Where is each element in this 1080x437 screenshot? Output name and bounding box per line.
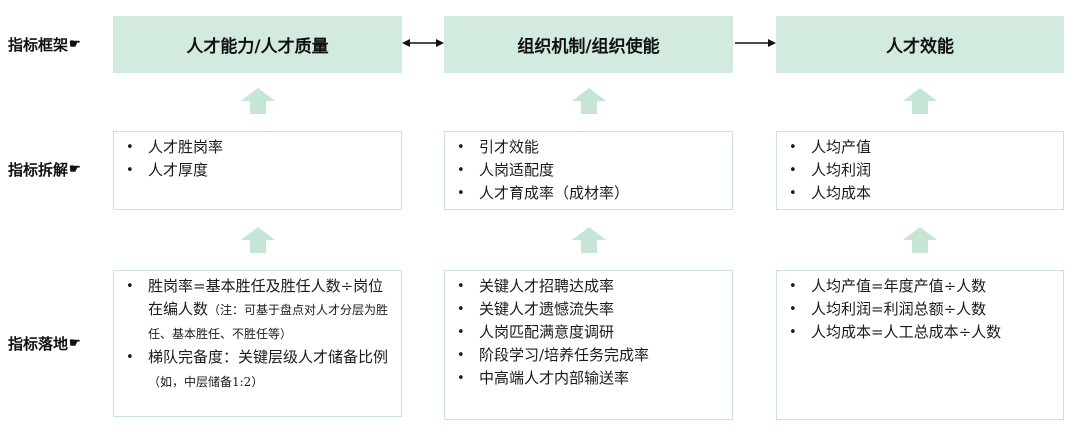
list-item: 人均利润=利润总额÷人数 — [785, 298, 1055, 321]
row-label-text: 指标落地 — [8, 335, 69, 353]
header-title: 人才能力/人才质量 — [186, 37, 329, 57]
list-item: 人均成本=人工总成本÷人数 — [785, 321, 1055, 344]
row-label-text: 指标拆解 — [8, 161, 69, 179]
header-box-talent-quality: 人才能力/人才质量 — [113, 16, 402, 73]
list-item: 人均利润 — [785, 159, 1055, 182]
up-arrow-icon — [903, 227, 937, 253]
pointing-hand-icon: ☛ — [69, 336, 81, 351]
list-item: 中高端人才内部输送率 — [453, 367, 724, 390]
list-item: 人均成本 — [785, 182, 1055, 205]
pointing-hand-icon: ☛ — [69, 162, 81, 177]
decompose-box-talent-quality: 人才胜岗率 人才厚度 — [113, 131, 402, 210]
right-arrow-icon — [735, 39, 776, 47]
header-box-talent-efficiency: 人才效能 — [776, 16, 1064, 73]
header-title: 人才效能 — [886, 37, 954, 57]
list-item: 关键人才遗憾流失率 — [453, 298, 724, 321]
up-arrow-icon — [903, 88, 937, 114]
list-item: 人才育成率（成材率） — [453, 182, 724, 205]
row-label-text: 指标框架 — [8, 36, 69, 54]
list-item: 胜岗率=基本胜任及胜任人数÷岗位在编人数（注：可基于盘点对人才分层为胜任、基本胜… — [122, 275, 393, 346]
list-item: 人才胜岗率 — [122, 136, 393, 159]
implement-box-talent-efficiency: 人均产值=年度产值÷人数 人均利润=利润总额÷人数 人均成本=人工总成本÷人数 — [776, 270, 1064, 420]
list-item: 人岗适配度 — [453, 159, 724, 182]
up-arrow-icon — [572, 88, 606, 114]
list-item: 人均产值 — [785, 136, 1055, 159]
bidirectional-arrow-icon — [402, 39, 444, 47]
decompose-box-org-mechanism: 引才效能 人岗适配度 人才育成率（成材率） — [444, 131, 733, 210]
list-item: 人均产值=年度产值÷人数 — [785, 275, 1055, 298]
header-box-org-mechanism: 组织机制/组织使能 — [444, 16, 733, 73]
list-item: 关键人才招聘达成率 — [453, 275, 724, 298]
up-arrow-icon — [241, 227, 275, 253]
item-note: （如，中层储备1:2） — [148, 375, 264, 389]
list-item: 梯队完备度：关键层级人才储备比例 （如，中层储备1:2） — [122, 346, 393, 394]
item-text: 胜岗率=基本胜任及胜任人数÷岗位在编人数 — [148, 277, 384, 318]
up-arrow-icon — [572, 227, 606, 253]
pointing-hand-icon: ☛ — [69, 37, 81, 52]
row-label-decompose: 指标拆解☛ — [8, 159, 108, 180]
header-title: 组织机制/组织使能 — [517, 37, 660, 57]
list-item: 人岗匹配满意度调研 — [453, 321, 724, 344]
list-item: 引才效能 — [453, 136, 724, 159]
list-item: 阶段学习/培养任务完成率 — [453, 344, 724, 367]
up-arrow-icon — [241, 88, 275, 114]
decompose-box-talent-efficiency: 人均产值 人均利润 人均成本 — [776, 131, 1064, 210]
row-label-implement: 指标落地☛ — [8, 333, 108, 354]
list-item: 人才厚度 — [122, 159, 393, 182]
implement-box-talent-quality: 胜岗率=基本胜任及胜任人数÷岗位在编人数（注：可基于盘点对人才分层为胜任、基本胜… — [113, 270, 402, 417]
item-text: 梯队完备度：关键层级人才储备比例 — [148, 348, 389, 366]
row-label-framework: 指标框架☛ — [8, 34, 108, 55]
item-note: （注：可基于盘点对人才分层为胜任、基本胜任、不胜任等） — [148, 303, 389, 341]
implement-box-org-mechanism: 关键人才招聘达成率 关键人才遗憾流失率 人岗匹配满意度调研 阶段学习/培养任务完… — [444, 270, 733, 420]
